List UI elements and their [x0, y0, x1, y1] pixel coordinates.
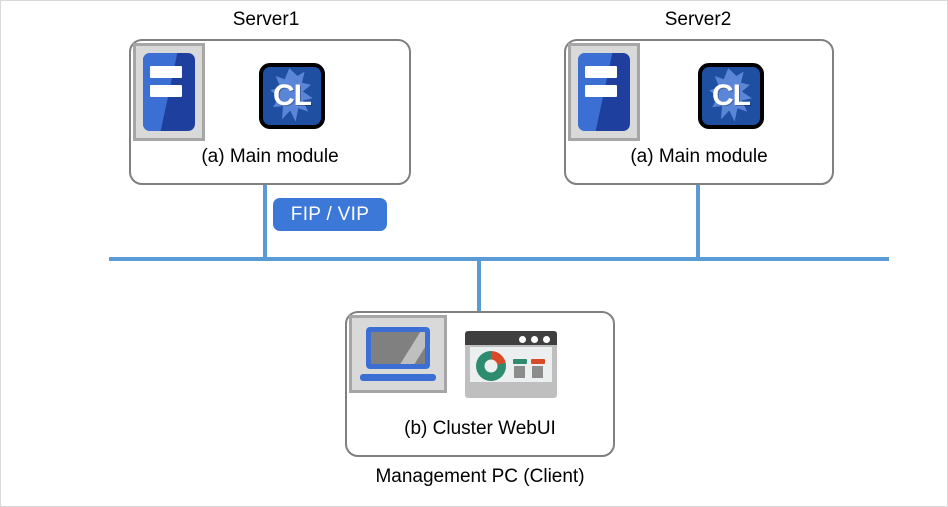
laptop-base — [360, 374, 436, 381]
cluster-cl-icon: CL — [698, 63, 764, 129]
gauge-green-icon — [512, 358, 527, 378]
cl-icon-text: CL — [712, 79, 751, 112]
donut-chart-icon — [476, 351, 507, 382]
laptop-icon — [349, 315, 447, 393]
gauge-stem — [532, 365, 544, 378]
server1-drop-line — [263, 185, 267, 261]
server-rack-bar-top — [149, 66, 182, 78]
network-bus-line — [109, 257, 889, 261]
server1-box[interactable]: CL (a) Main module — [129, 39, 411, 185]
laptop-screen — [365, 327, 431, 370]
server-rack-icon — [568, 43, 640, 141]
browser-dashboard-icon — [465, 331, 557, 398]
management-pc-title: Management PC (Client) — [375, 466, 585, 487]
management-pc-drop-line — [477, 257, 481, 313]
management-pc-box[interactable]: (b) Cluster WebUI — [345, 311, 615, 457]
gauge-cap — [512, 358, 527, 364]
cluster-cl-icon: CL — [259, 63, 325, 129]
server-rack-bar-bottom — [584, 84, 617, 97]
browser-titlebar — [465, 331, 557, 346]
browser-dot-icon — [531, 335, 538, 343]
server-rack-bar-top — [584, 66, 617, 78]
server2-title: Server2 — [664, 9, 732, 30]
server-rack-body — [143, 53, 195, 131]
server1-module-label: (a) Main module — [201, 146, 339, 167]
server2-module-label: (a) Main module — [630, 146, 768, 167]
server-rack-icon — [133, 43, 205, 141]
browser-dot-icon — [519, 335, 526, 343]
gauge-red-icon — [530, 358, 545, 378]
server-rack-bar-bottom — [149, 84, 182, 97]
server2-box[interactable]: CL (a) Main module — [564, 39, 834, 185]
server1-title: Server1 — [232, 9, 300, 30]
cl-icon-text: CL — [273, 79, 312, 112]
gauge-stem — [514, 365, 526, 378]
fip-vip-badge[interactable]: FIP / VIP — [273, 198, 387, 231]
gauge-cap — [530, 358, 545, 364]
browser-content — [469, 347, 553, 382]
management-pc-module-label: (b) Cluster WebUI — [404, 418, 556, 439]
server-rack-body — [578, 53, 630, 131]
server2-drop-line — [696, 185, 700, 261]
browser-dot-icon — [543, 335, 550, 343]
